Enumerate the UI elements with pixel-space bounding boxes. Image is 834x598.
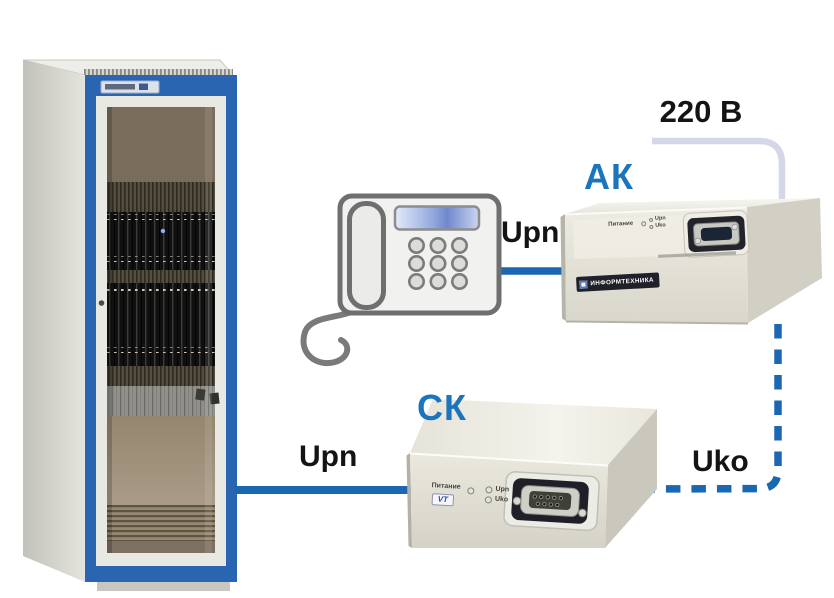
ck-side-face xyxy=(605,409,657,548)
ck-front-panel: Питание VT Upn Uko xyxy=(427,478,529,520)
ck-top-face xyxy=(410,399,657,465)
device-ak-box xyxy=(560,198,822,325)
ck-upn-led xyxy=(485,486,493,494)
ak-power-label: Питание xyxy=(608,220,634,228)
db9-connector-ck xyxy=(503,471,600,532)
ak-uko-led-label: Uko xyxy=(655,222,666,229)
ck-upn-led-label: Upn xyxy=(495,485,510,494)
brand-logo-icon xyxy=(579,279,588,289)
ck-uko-led xyxy=(484,496,493,504)
cabinet-top-vent xyxy=(84,69,233,75)
cabinet-rack xyxy=(22,59,237,591)
status-led-dot xyxy=(160,228,166,234)
door-lock-keyhole xyxy=(98,300,105,306)
cabinet-side-panel xyxy=(23,60,85,582)
db9-connector-ak xyxy=(682,210,750,258)
ak-power-led xyxy=(641,221,647,227)
ak-caption-strip xyxy=(657,251,737,258)
label-device-ak: АК xyxy=(584,156,634,197)
device-ck-box xyxy=(406,399,657,548)
label-uko-link: Uko xyxy=(692,445,749,478)
label-upn-cabinet-link: Upn xyxy=(299,440,358,473)
ak-side-face xyxy=(747,198,822,323)
telephone xyxy=(300,193,502,367)
ak-brand-name: ИНФОРМТЕХНИКА xyxy=(590,276,655,288)
phone-cord xyxy=(300,300,365,367)
card-shelf-2 xyxy=(107,283,215,366)
ak-front-panel: Питание Upn Uko xyxy=(604,215,695,242)
ck-uko-led-label: Uko xyxy=(494,495,509,504)
ck-power-label: Питание xyxy=(431,482,461,491)
ak-top-face xyxy=(565,198,820,214)
ak-upn-led xyxy=(648,217,654,223)
phone-handset xyxy=(347,201,386,310)
cabinet-pedestal xyxy=(97,582,230,591)
ck-logo-badge: VT xyxy=(431,493,455,507)
ck-power-led xyxy=(467,487,475,495)
link-line-uko-dashed xyxy=(644,324,782,493)
rack-glass-door xyxy=(107,107,220,553)
phone-display xyxy=(393,205,481,231)
label-device-ck: СК xyxy=(417,387,467,428)
label-220v: 220 В xyxy=(659,94,743,129)
ck-logo-text: VT xyxy=(437,494,449,505)
cabinet-vent-grille xyxy=(107,505,215,541)
label-upn-phone-link: Upn xyxy=(501,216,560,249)
phone-keypad xyxy=(407,237,468,290)
ak-uko-led xyxy=(649,224,654,230)
power-cord-220v xyxy=(652,137,786,206)
